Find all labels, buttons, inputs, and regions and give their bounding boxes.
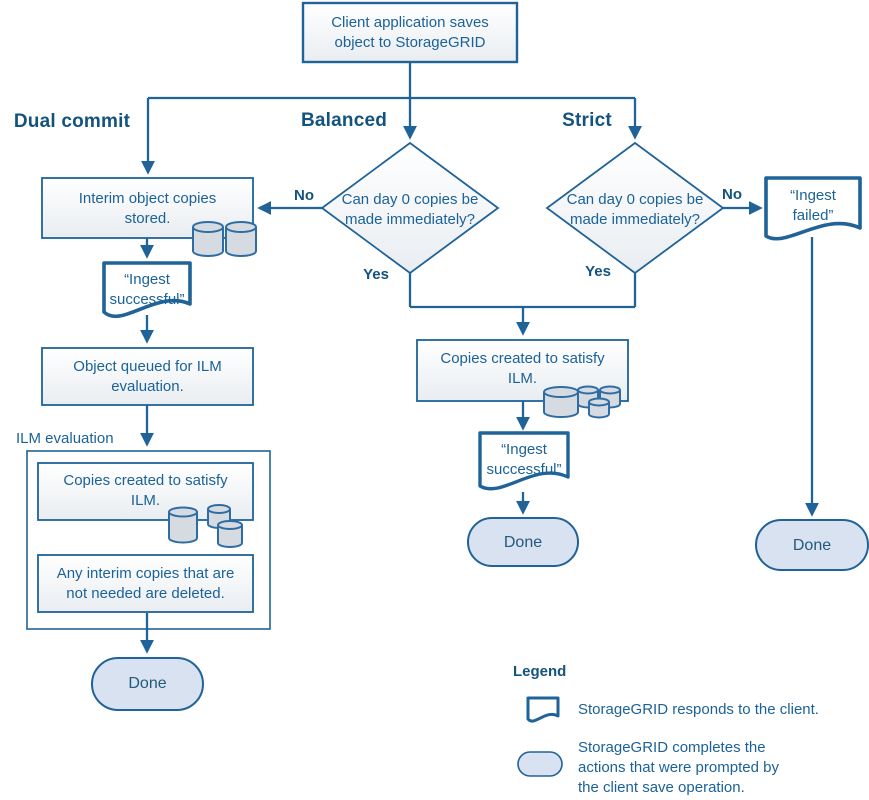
connector-arrows [140, 62, 819, 654]
document-ingest-failed [764, 176, 862, 241]
done-pill-mid [467, 517, 579, 567]
database-cylinders-icon-ilm [168, 504, 243, 548]
done-pill-right [755, 519, 869, 571]
done-pill-left [91, 657, 204, 711]
legend-pill-icon [517, 751, 563, 777]
diamond-strict [545, 141, 725, 275]
document-ingest-successful-left [102, 261, 192, 319]
database-cylinders-icon-interim [192, 221, 257, 257]
document-ingest-successful-mid [478, 431, 570, 491]
object-queued-box [41, 347, 254, 406]
start-box [301, 1, 519, 64]
interim-deleted-box [37, 554, 254, 613]
legend-document-icon [526, 696, 560, 723]
diamond-balanced [320, 141, 500, 275]
database-cylinders-icon-mid [543, 385, 621, 419]
